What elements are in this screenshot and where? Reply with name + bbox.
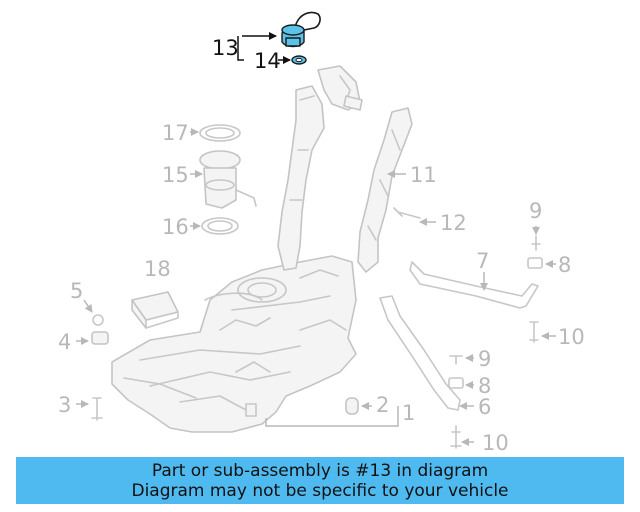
callout-17: 17 <box>162 121 189 145</box>
callout-2: 2 <box>376 393 389 417</box>
callout-12: 12 <box>440 211 467 235</box>
filler-neck-part <box>277 65 363 271</box>
heat-shield-part <box>357 107 413 273</box>
control-module-part <box>131 291 179 329</box>
callout-4: 4 <box>58 330 71 354</box>
callout-18: 18 <box>144 257 171 281</box>
callout-16: 16 <box>162 215 189 239</box>
strap-7-part <box>409 261 539 309</box>
callout-14: 14 <box>254 49 281 73</box>
small-hardware-parts <box>91 207 543 449</box>
highlighted-part-13 <box>281 11 321 48</box>
callout-9-bottom: 9 <box>478 347 491 371</box>
callout-7: 7 <box>476 249 489 273</box>
callout-5: 5 <box>70 279 83 303</box>
callout-10-top: 10 <box>558 325 585 349</box>
callout-8-bottom: 8 <box>478 374 491 398</box>
callout-10-bottom: 10 <box>482 431 509 455</box>
fuel-pump-part <box>199 124 257 235</box>
leader-lines <box>76 32 556 446</box>
banner-line-part-number: Part or sub-assembly is #13 in diagram <box>151 460 489 481</box>
diagram-notice-banner: Part or sub-assembly is #13 in diagram D… <box>16 457 624 504</box>
callout-1: 1 <box>402 401 415 425</box>
banner-line-disclaimer: Diagram may not be specific to your vehi… <box>131 480 509 501</box>
callout-11: 11 <box>410 163 437 187</box>
highlighted-part-14 <box>291 55 307 65</box>
callout-6: 6 <box>478 395 491 419</box>
callout-labels: 13 14 17 15 16 11 12 9 8 7 18 5 4 3 10 9… <box>58 36 585 455</box>
callout-8-top: 8 <box>558 253 571 277</box>
callout-3: 3 <box>58 393 71 417</box>
callout-15: 15 <box>162 163 189 187</box>
callout-9-top: 9 <box>529 199 542 223</box>
callout-13: 13 <box>212 36 239 60</box>
fuel-tank-part <box>111 255 357 433</box>
strap-6-part <box>379 295 461 411</box>
